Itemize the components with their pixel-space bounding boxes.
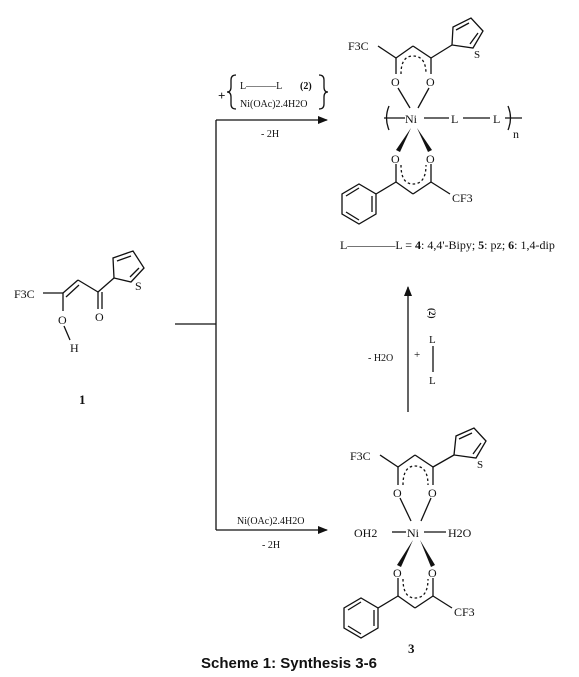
- ligand-l-top: L: [429, 334, 436, 346]
- compound-3-o-bottom-left: O: [393, 566, 402, 580]
- polymer-repeat-n: n: [513, 127, 519, 141]
- plus-sign: +: [218, 88, 225, 103]
- polymer-o-top-left: O: [391, 75, 400, 89]
- polymer-sulfur: S: [474, 49, 480, 61]
- compound-3-structure: [343, 427, 487, 639]
- ligand-legend: L————L = 4: 4,4'-Bipy; 5: pz; 6: 1,4-dip: [340, 238, 555, 252]
- compound-1: [43, 250, 145, 341]
- ligand-number-vertical: (2): [427, 308, 437, 319]
- polymer-o-bottom-right: O: [426, 152, 435, 166]
- hydrogen-label: H: [70, 341, 79, 355]
- compound-3-nickel: Ni: [407, 526, 420, 540]
- ligand-label: L———L: [240, 81, 282, 92]
- compound-3-cf3-bottom: CF3: [454, 605, 475, 619]
- compound-3-number: 3: [408, 641, 415, 656]
- compound-3-aqua-left: OH2: [354, 526, 377, 540]
- compound-3-sulfur: S: [477, 459, 483, 471]
- ligand-l-bottom: L: [429, 375, 436, 387]
- polymer-ligand-l2: L: [493, 112, 500, 126]
- compound-1-number: 1: [79, 392, 86, 407]
- minus-water-label: - H2O: [368, 353, 393, 364]
- keto-oxygen-label: O: [95, 310, 104, 324]
- reaction-lines: [175, 116, 412, 534]
- left-brace: [226, 74, 237, 110]
- minus-2h-label-bottom: - 2H: [262, 540, 280, 551]
- polymer-o-top-right: O: [426, 75, 435, 89]
- minus-2h-label: - 2H: [261, 129, 279, 140]
- polymer-ligand-l1: L: [451, 112, 458, 126]
- nickel-acetate-label-bottom: Ni(OAc)2.4H2O: [237, 516, 305, 527]
- polymer-nickel: Ni: [405, 112, 418, 126]
- compound-3-o-top-left: O: [393, 486, 402, 500]
- hydroxyl-oxygen-label: O: [58, 313, 67, 327]
- compound-3-o-top-right: O: [428, 486, 437, 500]
- polymer-complex-structure: [341, 17, 522, 225]
- ligand-number: (2): [300, 81, 312, 92]
- compound-3-cf3-top: F3C: [350, 449, 371, 463]
- polymer-cf3-bottom: CF3: [452, 191, 473, 205]
- compound-3-aqua-right: H2O: [448, 526, 472, 540]
- nickel-acetate-label: Ni(OAc)2.4H2O: [240, 99, 308, 110]
- sulfur-label: S: [135, 279, 142, 293]
- compound-3-o-bottom-right: O: [428, 566, 437, 580]
- plus-sign-vertical: +: [414, 349, 420, 361]
- polymer-cf3-top: F3C: [348, 39, 369, 53]
- scheme-caption: Scheme 1: Synthesis 3-6: [201, 655, 377, 672]
- cf3-label: F3C: [14, 287, 35, 301]
- polymer-o-bottom-left: O: [391, 152, 400, 166]
- right-brace: [318, 74, 329, 110]
